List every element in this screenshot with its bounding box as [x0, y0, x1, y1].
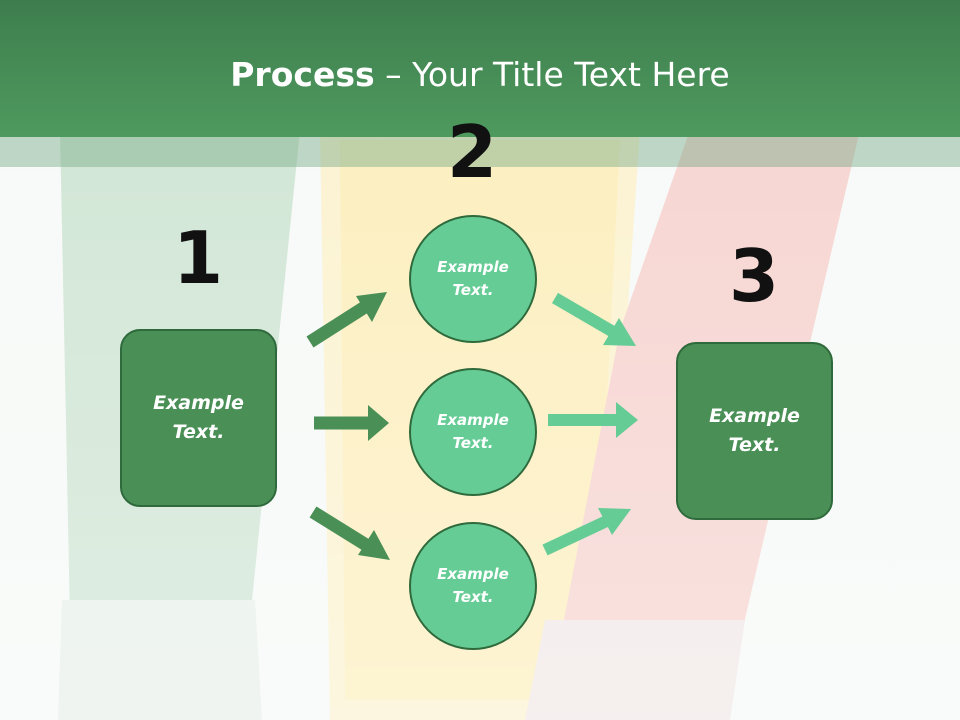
- step-3-box: Example Text.: [676, 342, 833, 520]
- step-2-circle-bottom: Example Text.: [409, 522, 537, 650]
- page-title: Process – Your Title Text Here: [0, 52, 960, 98]
- arrow-left-bottom: [309, 506, 375, 554]
- title-rest: – Your Title Text Here: [374, 55, 730, 94]
- title-bar-strip: [0, 137, 960, 167]
- step-1-box: Example Text.: [120, 329, 277, 507]
- step-3-text: Example Text.: [709, 405, 800, 456]
- arrowhead-right-top: [603, 318, 636, 346]
- step-number-1: 1: [172, 216, 224, 300]
- step-number-2: 2: [446, 110, 498, 194]
- title-bar: [0, 0, 960, 137]
- circle-middle-text: Example Text.: [437, 411, 509, 452]
- arrow-right-bottom: [542, 513, 614, 556]
- step-2-circle-middle: Example Text.: [409, 368, 537, 496]
- title-bold: Process: [230, 55, 375, 94]
- arrowhead-right-bottom: [598, 508, 631, 535]
- circle-bottom-text: Example Text.: [437, 565, 509, 606]
- arrowhead-left-top: [356, 292, 387, 322]
- step-number-3: 3: [728, 234, 780, 318]
- arrows-right: [542, 292, 638, 556]
- arrowhead-left-middle: [368, 405, 389, 441]
- circle-top-text: Example Text.: [437, 258, 509, 299]
- step-2-circle-top: Example Text.: [409, 215, 537, 343]
- arrows-left: [306, 292, 390, 560]
- arrowhead-left-bottom: [358, 530, 390, 560]
- arrow-left-top: [306, 299, 372, 348]
- arrowhead-right-middle: [616, 402, 638, 438]
- step-1-text: Example Text.: [153, 392, 244, 443]
- arrow-right-top: [551, 292, 619, 339]
